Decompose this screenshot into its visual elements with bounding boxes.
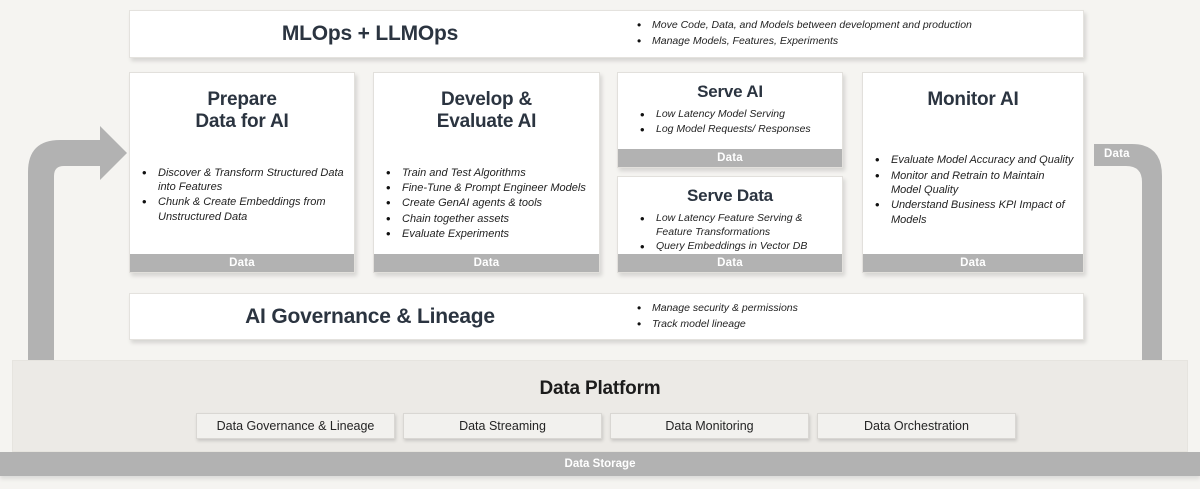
card-data-footer: Data — [374, 254, 599, 272]
list-item: Train and Test Algorithms — [380, 165, 591, 182]
card-bullets: Low Latency Feature Serving & Feature Tr… — [618, 211, 842, 256]
mlops-llmops-bullets: Move Code, Data, and Models between deve… — [610, 17, 1083, 50]
list-item: Move Code, Data, and Models between deve… — [632, 17, 1083, 34]
right-arrow-data-label: Data — [1104, 148, 1130, 160]
card-data-footer: Data — [618, 254, 842, 272]
list-item: Low Latency Model Serving — [634, 107, 838, 123]
card-title-line-1: Serve Data — [687, 186, 773, 205]
list-item: Chain together assets — [380, 211, 591, 228]
ai-governance-lineage-bar: AI Governance & Lineage Manage security … — [129, 293, 1084, 340]
list-item: Monitor and Retrain to Maintain Model Qu… — [869, 168, 1075, 198]
list-item: Fine-Tune & Prompt Engineer Models — [380, 180, 591, 197]
list-item: Manage Models, Features, Experiments — [632, 33, 1083, 50]
list-item: Understand Business KPI Impact of Models — [869, 197, 1075, 227]
card-develop-evaluate-ai: Develop & Evaluate AI Train and Test Alg… — [373, 72, 600, 273]
chip-data-streaming[interactable]: Data Streaming — [403, 413, 602, 439]
list-item: Query Embeddings in Vector DB — [634, 239, 838, 255]
card-title: Serve Data — [618, 177, 842, 206]
card-monitor-ai: Monitor AI Evaluate Model Accuracy and Q… — [862, 72, 1084, 273]
list-item: Track model lineage — [632, 316, 1083, 333]
card-data-footer: Data — [130, 254, 354, 272]
ai-governance-title: AI Governance & Lineage — [245, 304, 495, 328]
card-title: Monitor AI — [863, 73, 1083, 111]
data-platform-title: Data Platform — [539, 378, 661, 399]
list-item: Low Latency Feature Serving & Feature Tr… — [634, 211, 838, 239]
card-data-footer: Data — [863, 254, 1083, 272]
card-title: Prepare Data for AI — [130, 73, 354, 134]
card-title-line-1: Prepare — [207, 89, 277, 110]
list-item: Discover & Transform Structured Data int… — [136, 165, 346, 195]
list-item: Evaluate Experiments — [380, 226, 591, 243]
card-title: Develop & Evaluate AI — [374, 73, 599, 134]
card-title-line-2: Data for AI — [195, 111, 289, 133]
list-item: Log Model Requests/ Responses — [634, 122, 838, 138]
card-title-line-1: Monitor AI — [927, 89, 1019, 110]
ai-governance-bullets: Manage security & permissions Track mode… — [610, 300, 1083, 333]
list-item: Create GenAI agents & tools — [380, 195, 591, 212]
card-bullets: Discover & Transform Structured Data int… — [130, 165, 354, 224]
list-item: Evaluate Model Accuracy and Quality — [869, 152, 1075, 169]
card-bullets: Low Latency Model Serving Log Model Requ… — [618, 107, 842, 138]
data-platform-chip-row: Data Governance & Lineage Data Streaming… — [196, 413, 1016, 439]
list-item: Manage security & permissions — [632, 300, 1083, 317]
card-data-footer: Data — [618, 149, 842, 167]
chip-data-monitoring[interactable]: Data Monitoring — [610, 413, 809, 439]
card-bullets: Train and Test Algorithms Fine-Tune & Pr… — [374, 165, 599, 243]
card-title-line-1: Develop & — [440, 89, 533, 110]
list-item: Chunk & Create Embeddings from Unstructu… — [136, 194, 346, 224]
data-platform-panel: Data Platform Data Governance & Lineage … — [12, 360, 1188, 452]
card-prepare-data-for-ai: Prepare Data for AI Discover & Transform… — [129, 72, 355, 273]
card-bullets: Evaluate Model Accuracy and Quality Moni… — [863, 152, 1083, 227]
card-title-line-1: Serve AI — [697, 82, 763, 101]
card-title-line-2: Evaluate AI — [436, 111, 537, 133]
card-title: Serve AI — [618, 73, 842, 102]
card-serve-data: Serve Data Low Latency Feature Serving &… — [617, 176, 843, 273]
mlops-llmops-title: MLOps + LLMOps — [281, 22, 459, 45]
mlops-llmops-bar: MLOps + LLMOps Move Code, Data, and Mode… — [129, 10, 1084, 58]
data-storage-bar: Data Storage — [0, 452, 1200, 476]
chip-data-orchestration[interactable]: Data Orchestration — [817, 413, 1016, 439]
chip-data-governance-lineage[interactable]: Data Governance & Lineage — [196, 413, 395, 439]
card-serve-ai: Serve AI Low Latency Model Serving Log M… — [617, 72, 843, 168]
